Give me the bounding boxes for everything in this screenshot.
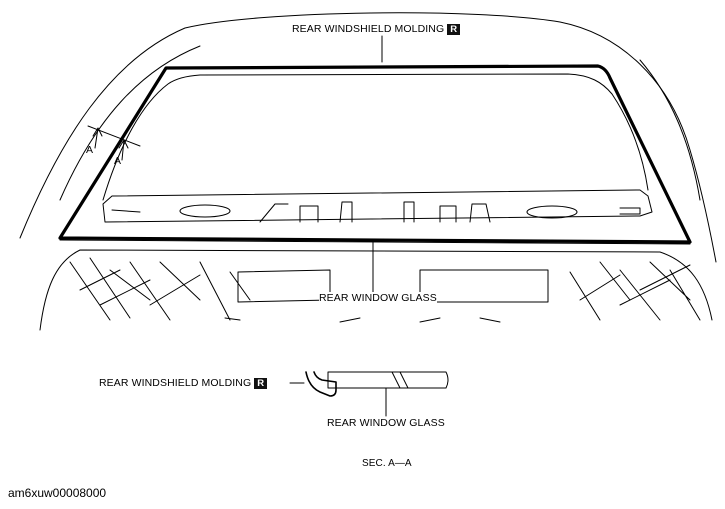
label-section-mark-left: A (86, 144, 94, 156)
shelf-detail (259, 201, 491, 223)
roof-inner-line-right (639, 59, 701, 201)
lower-body (39, 249, 713, 331)
label-top-glass: REAR WINDOW GLASS (319, 292, 437, 304)
lower-details (69, 257, 701, 321)
badge-r-top: R (447, 24, 461, 35)
section-arrow-right (118, 139, 129, 161)
speaker-right (526, 205, 578, 219)
speaker-left (179, 204, 231, 218)
label-section-mark-right: A (114, 155, 122, 167)
label-sec-molding-text: REAR WINDSHIELD MOLDING (99, 377, 252, 389)
window-opening (102, 73, 649, 201)
badge-r-sec: R (254, 378, 268, 389)
rear-shelf (102, 189, 653, 223)
sec-glass-hatch (391, 371, 409, 389)
sec-glass (327, 371, 449, 389)
label-sec-title: SEC. A—A (362, 458, 412, 470)
figure-code: am6xuw00008000 (8, 486, 107, 500)
shelf-detail-2 (111, 207, 641, 215)
glass-bottom-edge (59, 239, 691, 245)
roof-inner-line (59, 45, 201, 201)
lower-crossings (79, 264, 691, 323)
section-arrow-left (92, 127, 103, 149)
label-top-molding-text: REAR WINDSHIELD MOLDING (292, 23, 445, 35)
label-sec-glass: REAR WINDOW GLASS (327, 417, 445, 429)
sec-molding (305, 371, 337, 397)
molding-outline (58, 64, 692, 244)
roof-outline (19, 12, 717, 263)
